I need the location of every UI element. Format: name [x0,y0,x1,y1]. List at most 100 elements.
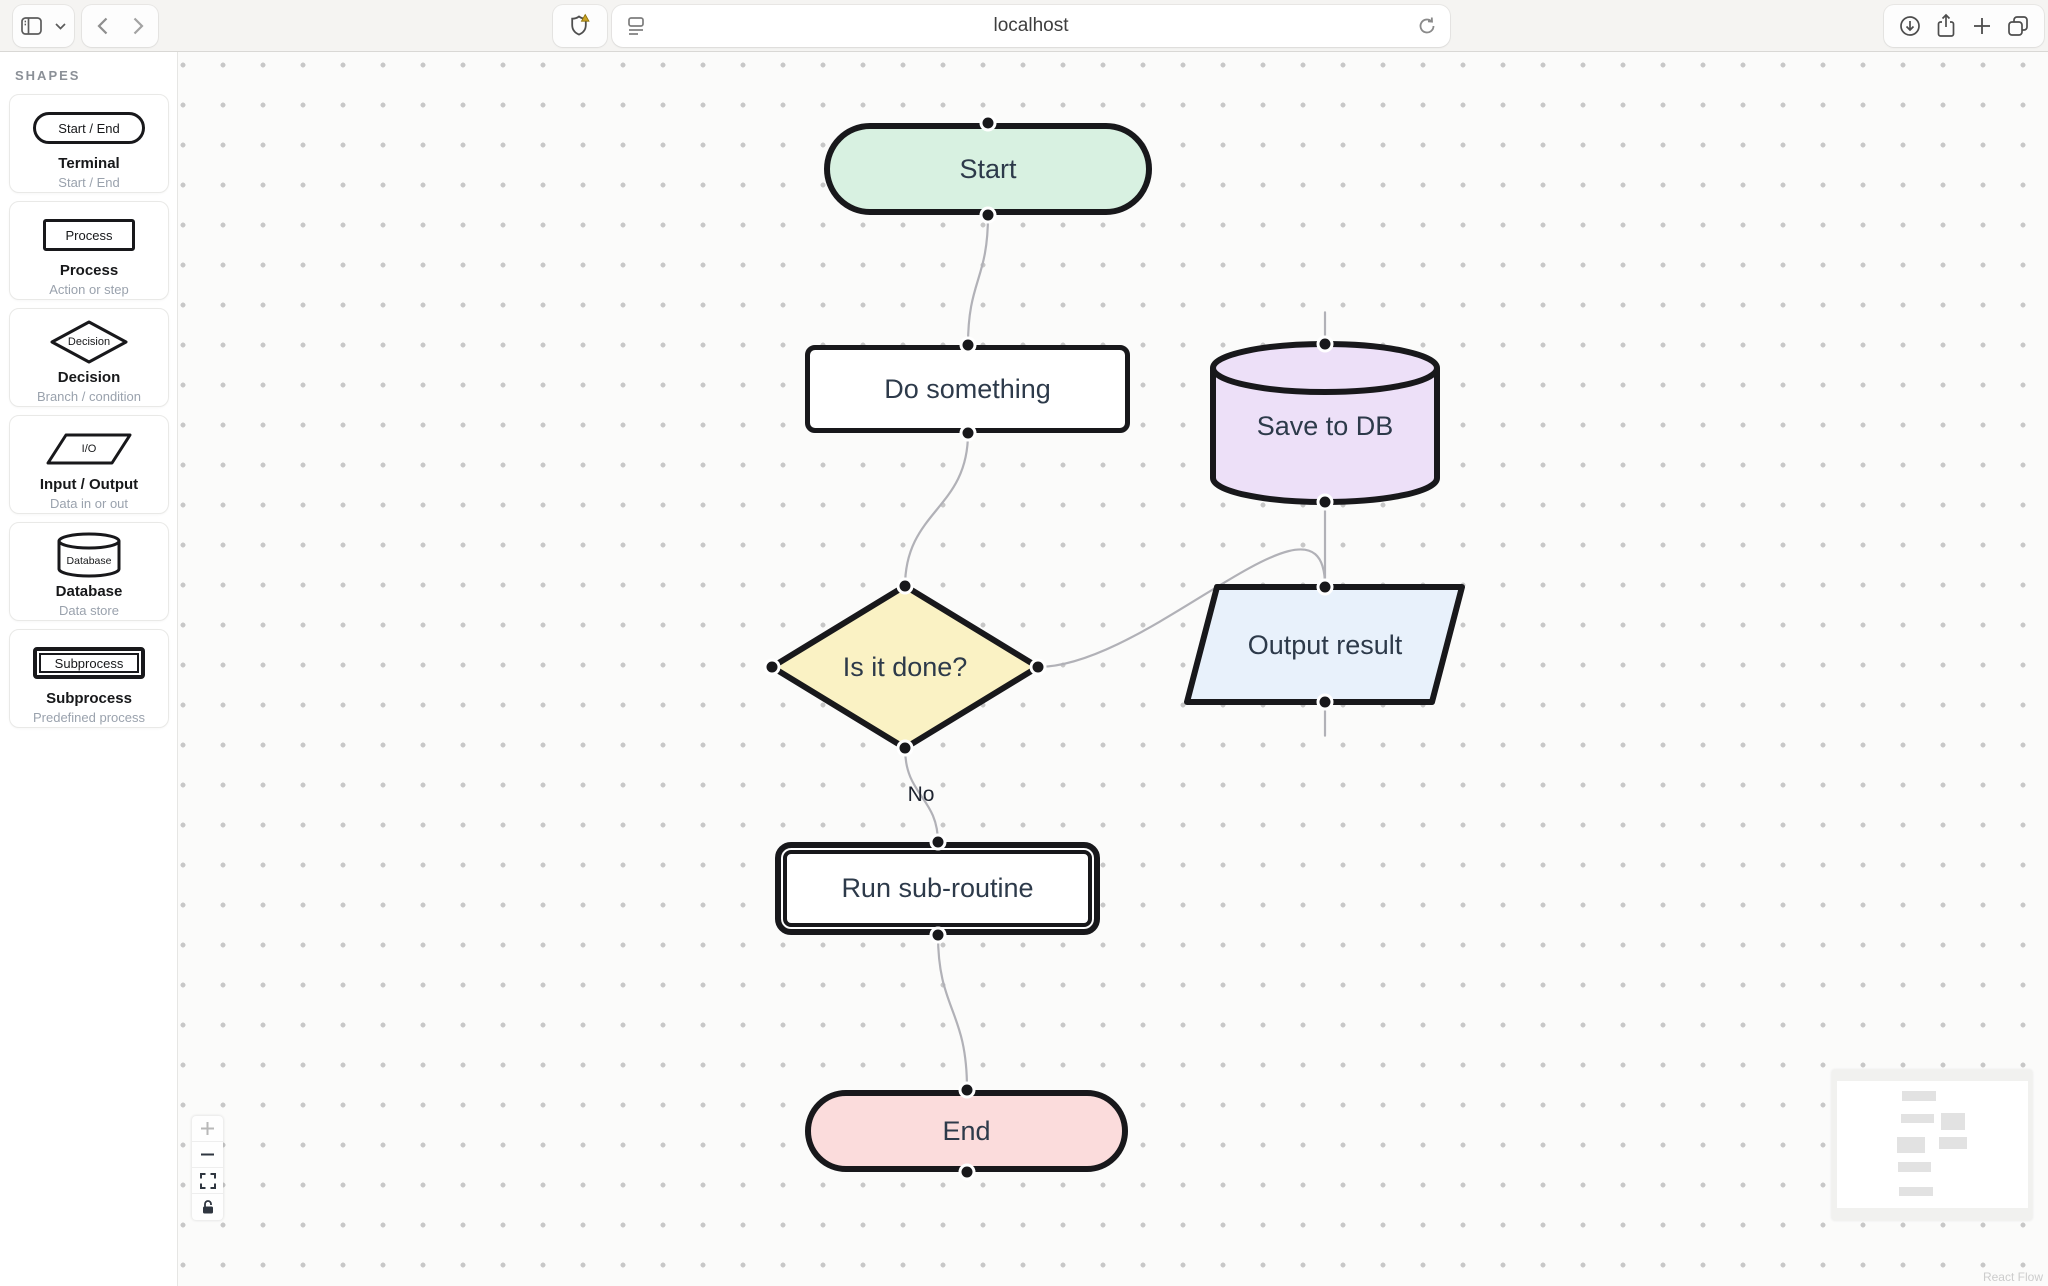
edge-start-process[interactable] [966,214,990,346]
handle-process-bottom[interactable] [959,424,977,442]
shield-icon [567,13,593,39]
node-do-something-label: Do something [884,373,1051,404]
minimap[interactable] [1832,1070,2032,1220]
node-is-it-done[interactable]: Is it done? [764,578,1046,756]
shape-card-decision[interactable]: Decision Decision Branch / condition [9,308,169,407]
sidebar-menu-button[interactable] [49,5,73,47]
address-url[interactable]: localhost [993,15,1069,36]
handle-subprocess-bottom[interactable] [929,926,947,944]
shape-card-process[interactable]: Process Process Action or step [9,201,169,300]
flow-controls [192,1116,223,1220]
share-button[interactable] [1928,5,1964,47]
sidebar-toggle-button[interactable] [15,5,49,47]
plus-icon [1971,15,1993,37]
shape-card-title: Process [59,262,119,279]
handle-decision-left[interactable] [763,658,781,676]
download-icon [1898,14,1922,38]
handle-process-top[interactable] [959,336,977,354]
node-end[interactable]: End [805,1090,1128,1172]
database-shape-preview: Database [56,531,122,581]
shape-card-title: Decision [57,369,121,386]
reload-icon[interactable] [1416,15,1438,37]
chevron-down-icon [55,22,66,30]
handle-start-top[interactable] [979,114,997,132]
node-run-sub-routine[interactable]: Run sub-routine [775,842,1100,935]
handle-database-bottom[interactable] [1316,493,1334,511]
minimap-node-end [1899,1187,1933,1196]
back-button[interactable] [84,5,120,47]
node-run-sub-routine-label: Run sub-routine [841,873,1034,903]
minimap-node-run-sub-routine [1898,1162,1931,1172]
handle-database-top[interactable] [1316,335,1334,353]
minimap-viewport [1837,1081,2028,1208]
tabs-icon [2006,14,2030,38]
handle-decision-bottom[interactable] [896,739,914,757]
forward-arrow-icon [133,17,144,35]
unlock-icon [200,1199,216,1215]
edge-subprocess-end[interactable] [936,934,969,1090]
minimap-node-start [1902,1091,1936,1101]
handle-output-bottom[interactable] [1316,693,1334,711]
history-nav-group [82,5,158,47]
lock-toggle-button[interactable] [192,1194,223,1220]
reactflow-attribution: React Flow [1982,1270,2043,1284]
plus-icon [200,1121,215,1136]
back-arrow-icon [96,17,108,35]
shape-card-subprocess[interactable]: Subprocess Subprocess Predefined process [9,629,169,728]
browser-toolbar: localhost [0,0,2048,52]
tab-overview-button[interactable] [2000,5,2036,47]
handle-end-top[interactable] [958,1081,976,1099]
subprocess-shape-preview: Subprocess [33,647,145,679]
zoom-out-button[interactable] [192,1142,223,1168]
node-do-something[interactable]: Do something [805,345,1130,433]
zoom-in-button[interactable] [192,1116,223,1142]
privacy-shield-button[interactable] [553,5,607,47]
new-tab-button[interactable] [1964,5,2000,47]
shape-card-database[interactable]: Database Database Data store [9,522,169,621]
node-output-result[interactable]: Output result [1180,580,1470,710]
shape-card-terminal[interactable]: Start / End Terminal Start / End [9,94,169,193]
shapes-sidebar: SHAPES Start / End Terminal Start / End … [0,52,178,1286]
node-end-label: End [942,1115,991,1146]
shape-card-title: Input / Output [39,476,139,493]
downloads-button[interactable] [1892,5,1928,47]
edge-decision-output[interactable] [1037,548,1327,669]
shapes-header: SHAPES [15,68,81,83]
node-save-to-db[interactable]: Save to DB [1205,338,1445,510]
minus-icon [200,1147,215,1162]
node-is-it-done-label: Is it done? [842,651,968,682]
shape-card-subtitle: Predefined process [32,710,145,725]
minimap-node-do-something [1901,1114,1934,1123]
shape-card-title: Subprocess [46,690,132,707]
handle-start-bottom[interactable] [979,206,997,224]
reader-format-icon[interactable] [626,15,646,37]
shape-card-title: Terminal [58,155,120,172]
process-shape-preview: Process [43,219,135,251]
node-start[interactable]: Start [824,123,1152,215]
fit-view-button[interactable] [192,1168,223,1194]
shape-card-subtitle: Action or step [49,282,129,297]
edge-process-decision[interactable] [903,432,970,588]
handle-decision-right[interactable] [1029,658,1047,676]
edge-label-no: No [907,783,935,806]
node-save-to-db-label: Save to DB [1256,410,1394,441]
address-bar[interactable]: localhost [612,5,1450,47]
shape-card-title: Database [55,583,123,600]
forward-button[interactable] [120,5,156,47]
shape-card-subtitle: Data store [59,603,119,618]
toolbar-right-group [1884,5,2044,47]
terminal-shape-preview: Start / End [33,112,145,144]
database-shape-label: Database [66,555,112,567]
handle-subprocess-top[interactable] [929,833,947,851]
handle-end-bottom[interactable] [958,1163,976,1181]
edge-decision-subprocess[interactable] [903,747,940,844]
decision-shape-label: Decision [67,336,111,348]
handle-output-top[interactable] [1316,578,1334,596]
shape-card-input-output[interactable]: I/O Input / Output Data in or out [9,415,169,514]
minimap-node-is-it-done [1897,1137,1925,1153]
sidebar-toggle-icon [21,17,42,35]
handle-decision-top[interactable] [896,577,914,595]
flow-canvas[interactable]: No Yes Start Do something Save to DB Is … [178,52,2048,1286]
